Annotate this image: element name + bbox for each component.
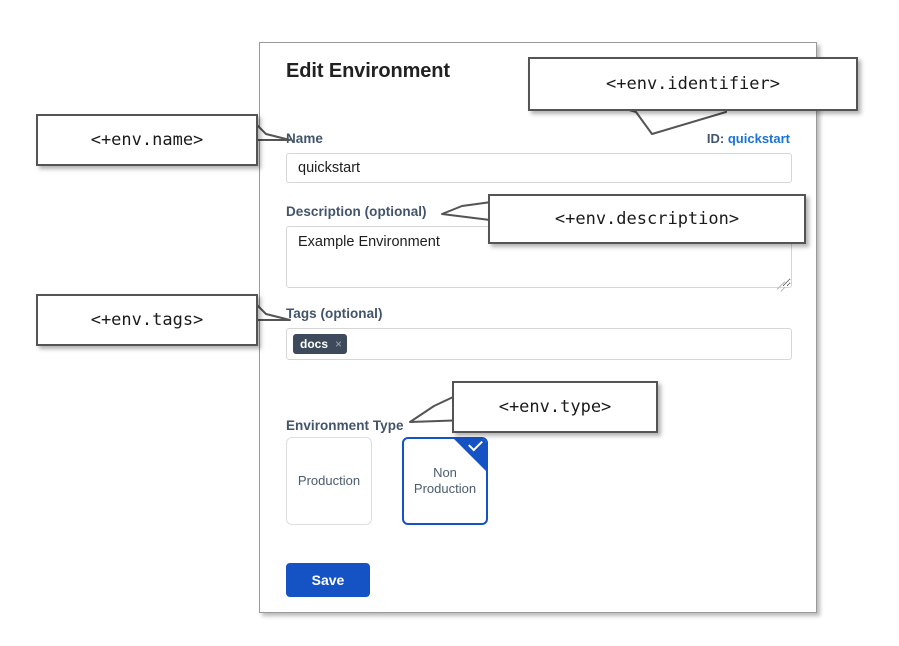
environment-identifier: ID: quickstart [707,131,790,146]
identifier-prefix: ID: [706,131,725,146]
description-label: Description (optional) [286,204,427,219]
page-title: Edit Environment [286,60,450,82]
callout-env-name: <+env.name> [36,114,258,166]
type-card-non-production[interactable]: Non Production [402,437,488,525]
tags-input[interactable]: docs × [286,328,792,360]
type-card-production-label: Production [297,473,361,488]
edit-environment-panel: Edit Environment Name ID: quickstart Des… [259,42,817,613]
type-card-production[interactable]: Production [286,437,372,525]
save-button[interactable]: Save [286,563,370,597]
tags-label: Tags (optional) [286,306,383,321]
callout-env-tags: <+env.tags> [36,294,258,346]
callout-env-type: <+env.type> [452,381,658,433]
identifier-value[interactable]: quickstart [727,131,790,146]
name-label: Name [286,131,323,146]
type-card-non-production-label: Non Production [413,465,477,496]
check-icon [453,439,486,472]
callout-env-identifier: <+env.identifier> [528,57,858,111]
close-icon[interactable]: × [335,337,343,351]
tag-chip[interactable]: docs × [293,334,348,354]
tag-chip-label: docs [300,337,329,351]
environment-type-label: Environment Type [286,418,404,433]
name-input[interactable] [286,153,792,183]
callout-env-description: <+env.description> [488,194,806,244]
